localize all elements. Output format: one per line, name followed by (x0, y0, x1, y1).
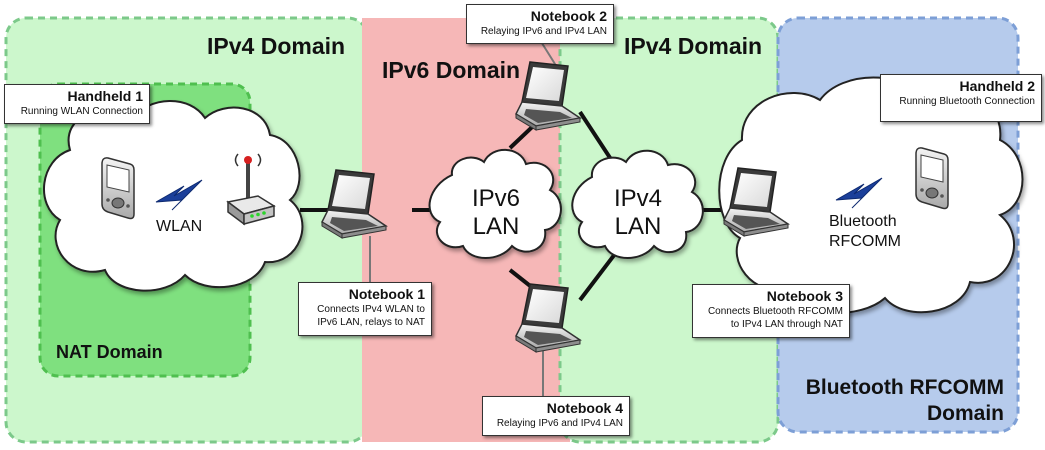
bluetooth-link-label-line2: RFCOMM (829, 233, 901, 250)
ipv4-lan-label-line1: IPv4 (614, 185, 662, 212)
bluetooth-domain-title-line2: Domain (927, 402, 1004, 425)
bluetooth-cloud (718, 76, 1024, 314)
bluetooth-domain-title-line1: Bluetooth RFCOMM (806, 376, 1004, 399)
ipv4-domain-right-title: IPv4 Domain (624, 33, 762, 59)
ipv6-domain-title: IPv6 Domain (382, 57, 520, 83)
wlan-link-label: WLAN (156, 218, 202, 235)
nat-domain-title: NAT Domain (56, 342, 163, 362)
ipv4-domain-left-title: IPv4 Domain (207, 33, 345, 59)
notebook-1-description-line1: Connects IPv4 WLAN to (317, 304, 425, 315)
notebook-4-label: Notebook 4 Relaying IPv6 and IPv4 LAN (482, 396, 630, 436)
notebook-4-description: Relaying IPv6 and IPv4 LAN (496, 418, 623, 429)
handheld-1-title: Handheld 1 (67, 88, 143, 104)
handheld-2-title: Handheld 2 (959, 78, 1035, 94)
notebook-3-label: Notebook 3 Connects Bluetooth RFCOMM to … (692, 284, 850, 338)
notebook-1-description-line2: IPv6 LAN, relays to NAT (317, 317, 425, 328)
wireless-router-icon (226, 153, 276, 226)
notebook-3-description-line1: Connects Bluetooth RFCOMM (707, 306, 843, 317)
handheld-2-description: Running Bluetooth Connection (899, 96, 1035, 107)
notebook-2-description: Relaying IPv6 and IPv4 LAN (480, 26, 607, 37)
ipv6-lan-label-line1: IPv6 (472, 185, 520, 212)
notebook-1-title: Notebook 1 (348, 286, 425, 302)
handheld-1-device-icon (101, 157, 135, 220)
handheld-2-label: Handheld 2 Running Bluetooth Connection (880, 74, 1042, 122)
notebook-3-description-line2: to IPv4 LAN through NAT (730, 319, 843, 330)
notebook-1-label: Notebook 1 Connects IPv4 WLAN to IPv6 LA… (298, 282, 432, 336)
notebook-3-title: Notebook 3 (766, 288, 843, 304)
handheld-1-description: Running WLAN Connection (20, 106, 143, 117)
notebook-2-title: Notebook 2 (530, 8, 607, 24)
notebook-4-title: Notebook 4 (546, 400, 623, 416)
handheld-1-label: Handheld 1 Running WLAN Connection (4, 84, 150, 124)
bluetooth-link-label-line1: Bluetooth (829, 213, 897, 230)
ipv4-lan-cloud (571, 149, 704, 259)
ipv4-lan-label-line2: LAN (615, 213, 662, 240)
handheld-2-device-icon (915, 147, 949, 210)
ipv6-lan-label-line2: LAN (473, 213, 520, 240)
notebook-2-label: Notebook 2 Relaying IPv6 and IPv4 LAN (466, 4, 614, 44)
ipv6-lan-cloud (428, 148, 562, 259)
